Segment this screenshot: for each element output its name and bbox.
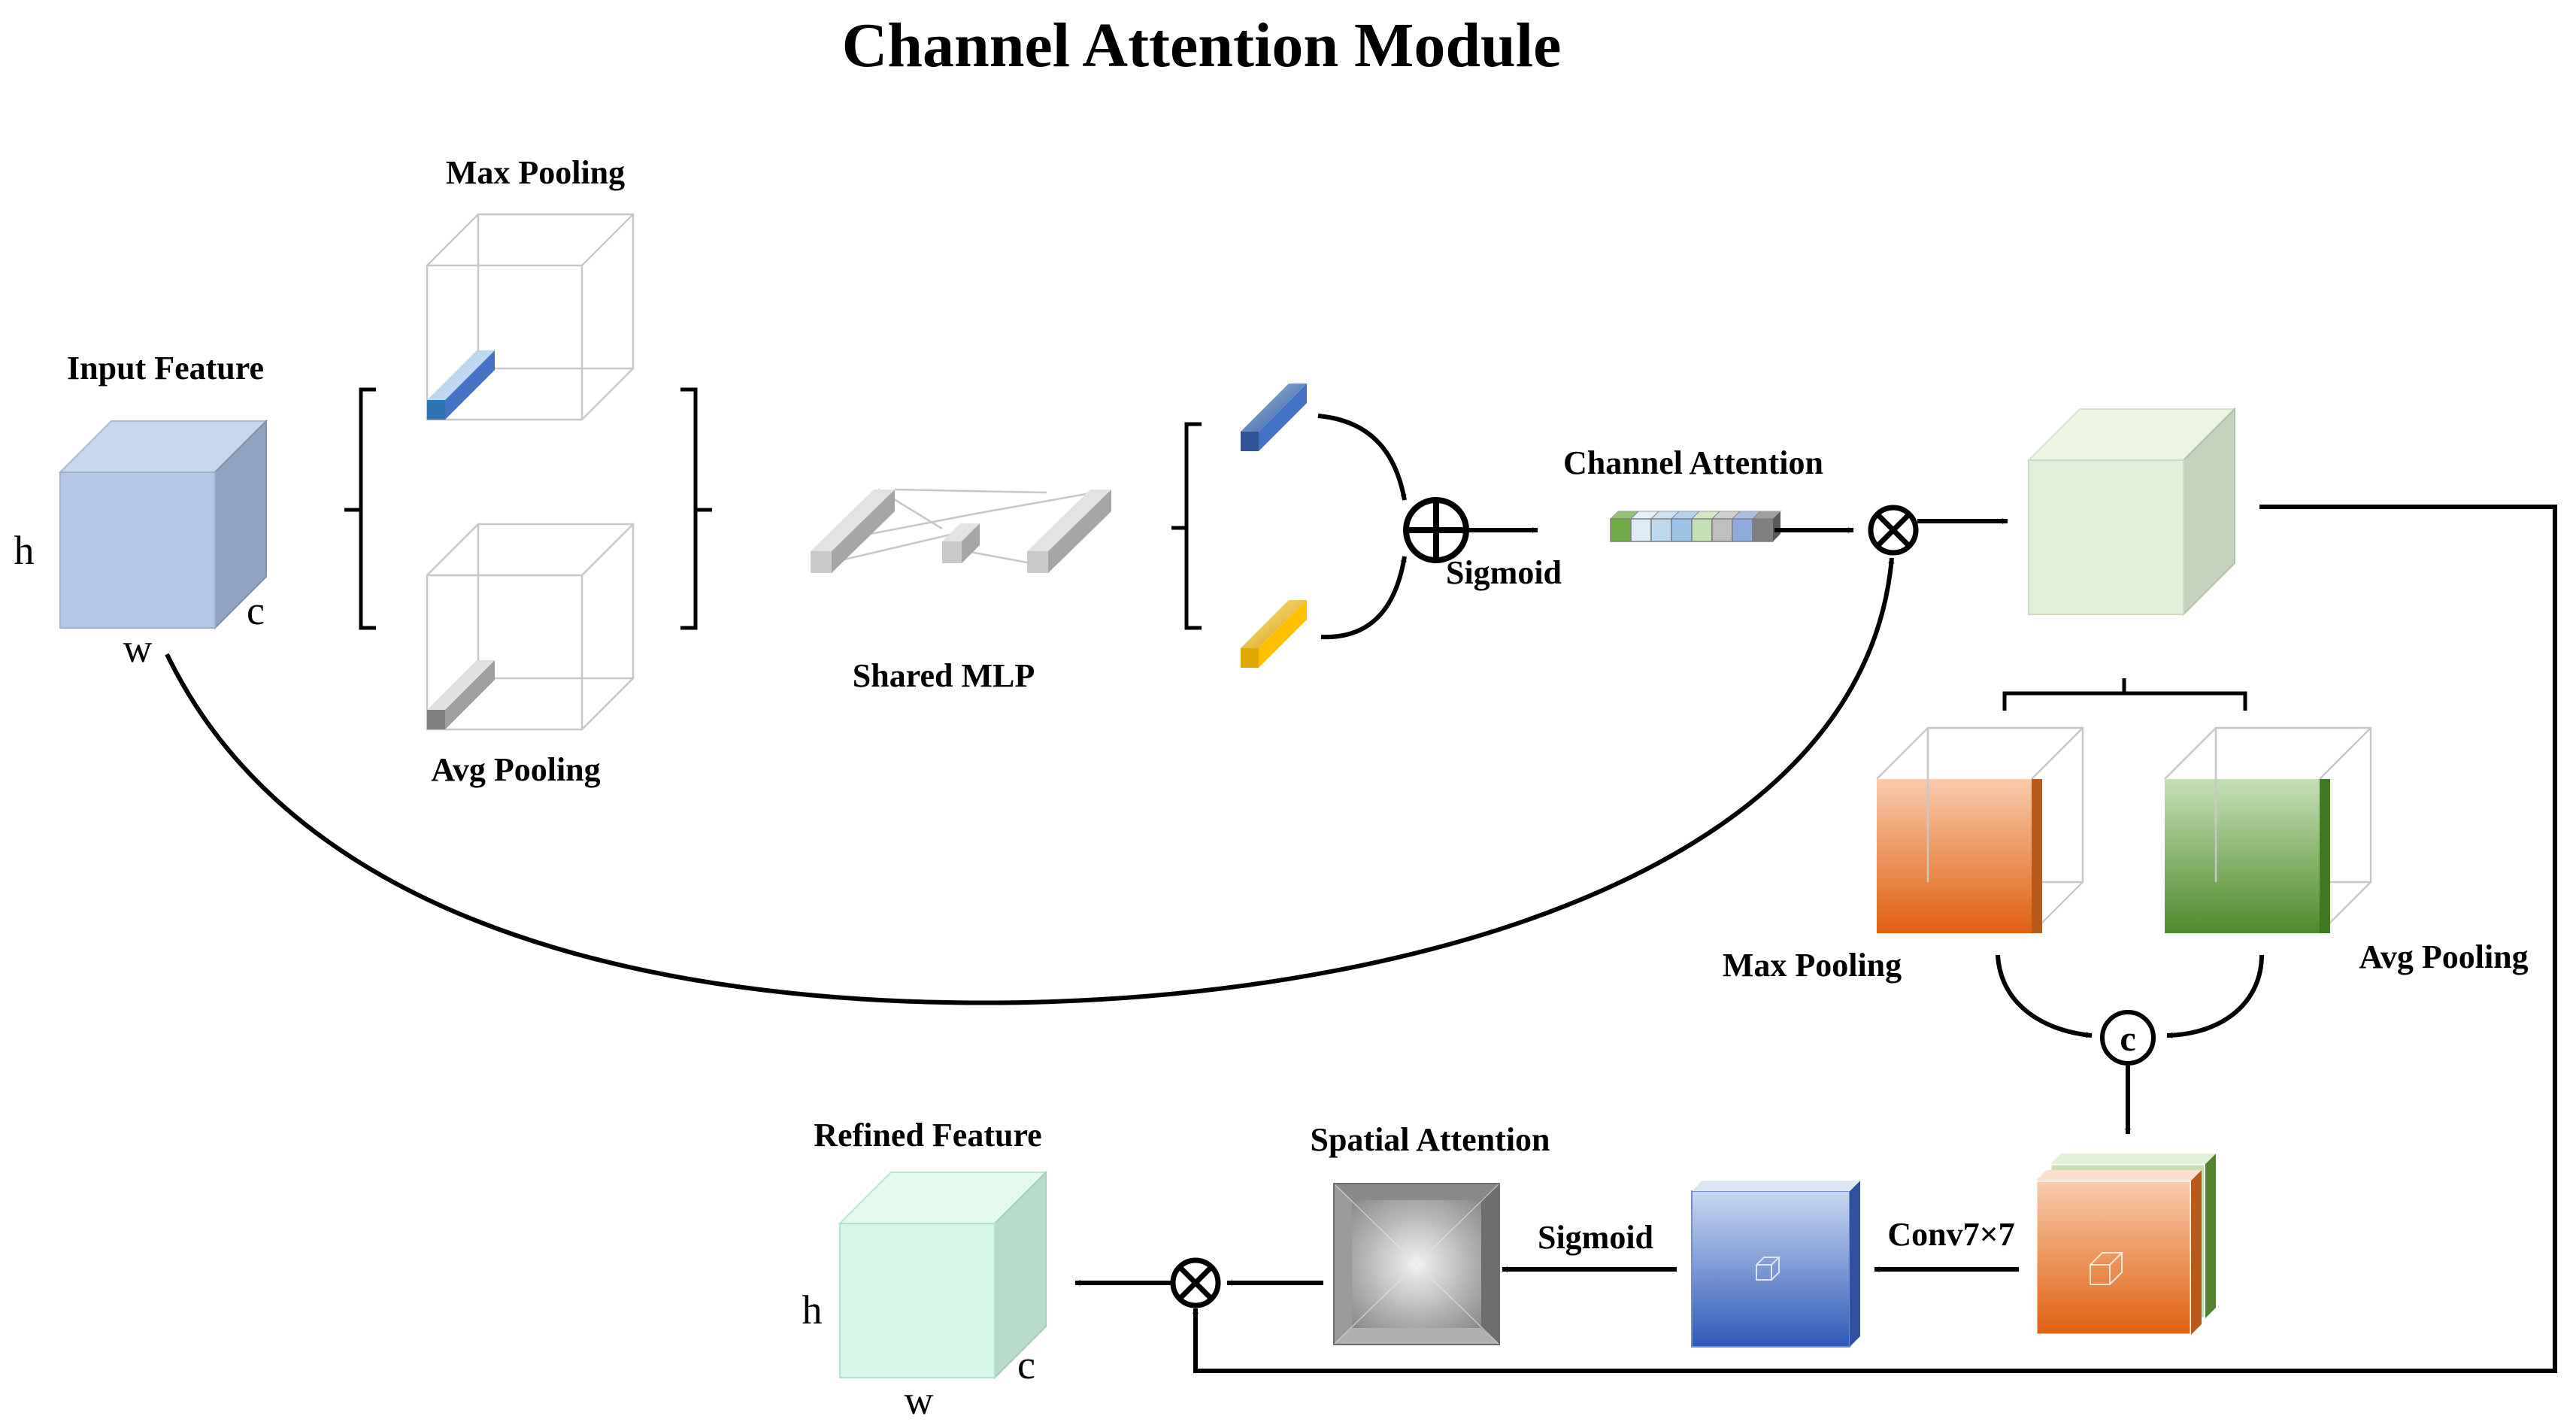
concat-icon bbox=[2100, 1010, 2156, 1066]
input-feature-cube bbox=[58, 419, 268, 630]
sigmoid-spatial-label: Sigmoid bbox=[1538, 1219, 1653, 1256]
channel-attention-cell bbox=[1711, 518, 1733, 542]
sigmoid-channel-label: Sigmoid bbox=[1446, 554, 1562, 591]
channel-attention-vector-side bbox=[1773, 511, 1780, 541]
refined-w-label: w bbox=[905, 1378, 934, 1423]
refined-c-label: c bbox=[1017, 1342, 1035, 1387]
channel-attention-cell bbox=[1650, 518, 1672, 542]
channel-refined-cube bbox=[2026, 407, 2237, 617]
avg-pooling-top-box bbox=[426, 523, 635, 731]
refined-feature-cube bbox=[838, 1170, 1048, 1380]
channel-attention-label: Channel Attention bbox=[1563, 444, 1823, 481]
avg-pooling-spatial-box bbox=[2164, 726, 2372, 934]
channel-attention-vector bbox=[1609, 511, 1782, 542]
shared-mlp bbox=[811, 488, 1111, 573]
channel-attention-cell bbox=[1671, 518, 1693, 542]
input-feature-label: Input Feature bbox=[67, 350, 264, 387]
input-c-label: c bbox=[247, 588, 265, 633]
mlp-max-output-bar bbox=[1241, 384, 1307, 451]
circle-times-icon bbox=[1868, 505, 1919, 556]
spatial-attention-map bbox=[1333, 1183, 1500, 1345]
max-pooling-spatial-label: Max Pooling bbox=[1723, 947, 1902, 984]
channel-attention-cell bbox=[1752, 518, 1774, 542]
max-pooling-top-box bbox=[426, 213, 635, 421]
spatial-split-brace bbox=[2002, 678, 2247, 711]
mlp-avg-output-bar bbox=[1241, 600, 1307, 668]
concat-symbol: c bbox=[2120, 1019, 2135, 1059]
conv-label: Conv7×7 bbox=[1887, 1216, 2014, 1253]
input-h-label: h bbox=[14, 528, 35, 573]
max-pooling-spatial-box bbox=[1876, 726, 2084, 934]
channel-attention-cell bbox=[1691, 518, 1713, 542]
circle-plus-icon bbox=[1403, 497, 1469, 563]
refined-feature-label: Refined Feature bbox=[814, 1117, 1041, 1154]
channel-attention-cell bbox=[1732, 518, 1753, 542]
shared-mlp-label: Shared MLP bbox=[853, 657, 1035, 694]
spatial-attention-label: Spatial Attention bbox=[1310, 1121, 1550, 1158]
input-w-label: w bbox=[123, 626, 153, 671]
spatial-multiply-icon bbox=[1170, 1257, 1221, 1308]
left-brace bbox=[344, 387, 376, 630]
mlp-output-brace bbox=[1171, 422, 1202, 630]
avg-pooling-top-label: Avg Pooling bbox=[431, 751, 600, 788]
diagram-title: Channel Attention Module bbox=[842, 11, 1562, 80]
channel-attention-cell bbox=[1610, 518, 1632, 542]
channel-attention-cell bbox=[1630, 518, 1652, 542]
conv-output-map bbox=[1691, 1181, 1860, 1348]
avg-pooling-spatial-label: Avg Pooling bbox=[2359, 938, 2528, 975]
refined-h-label: h bbox=[802, 1287, 823, 1333]
max-pooling-top-label: Max Pooling bbox=[446, 154, 625, 191]
concatenated-feature-maps bbox=[2035, 1154, 2216, 1336]
right-brace bbox=[680, 387, 712, 630]
